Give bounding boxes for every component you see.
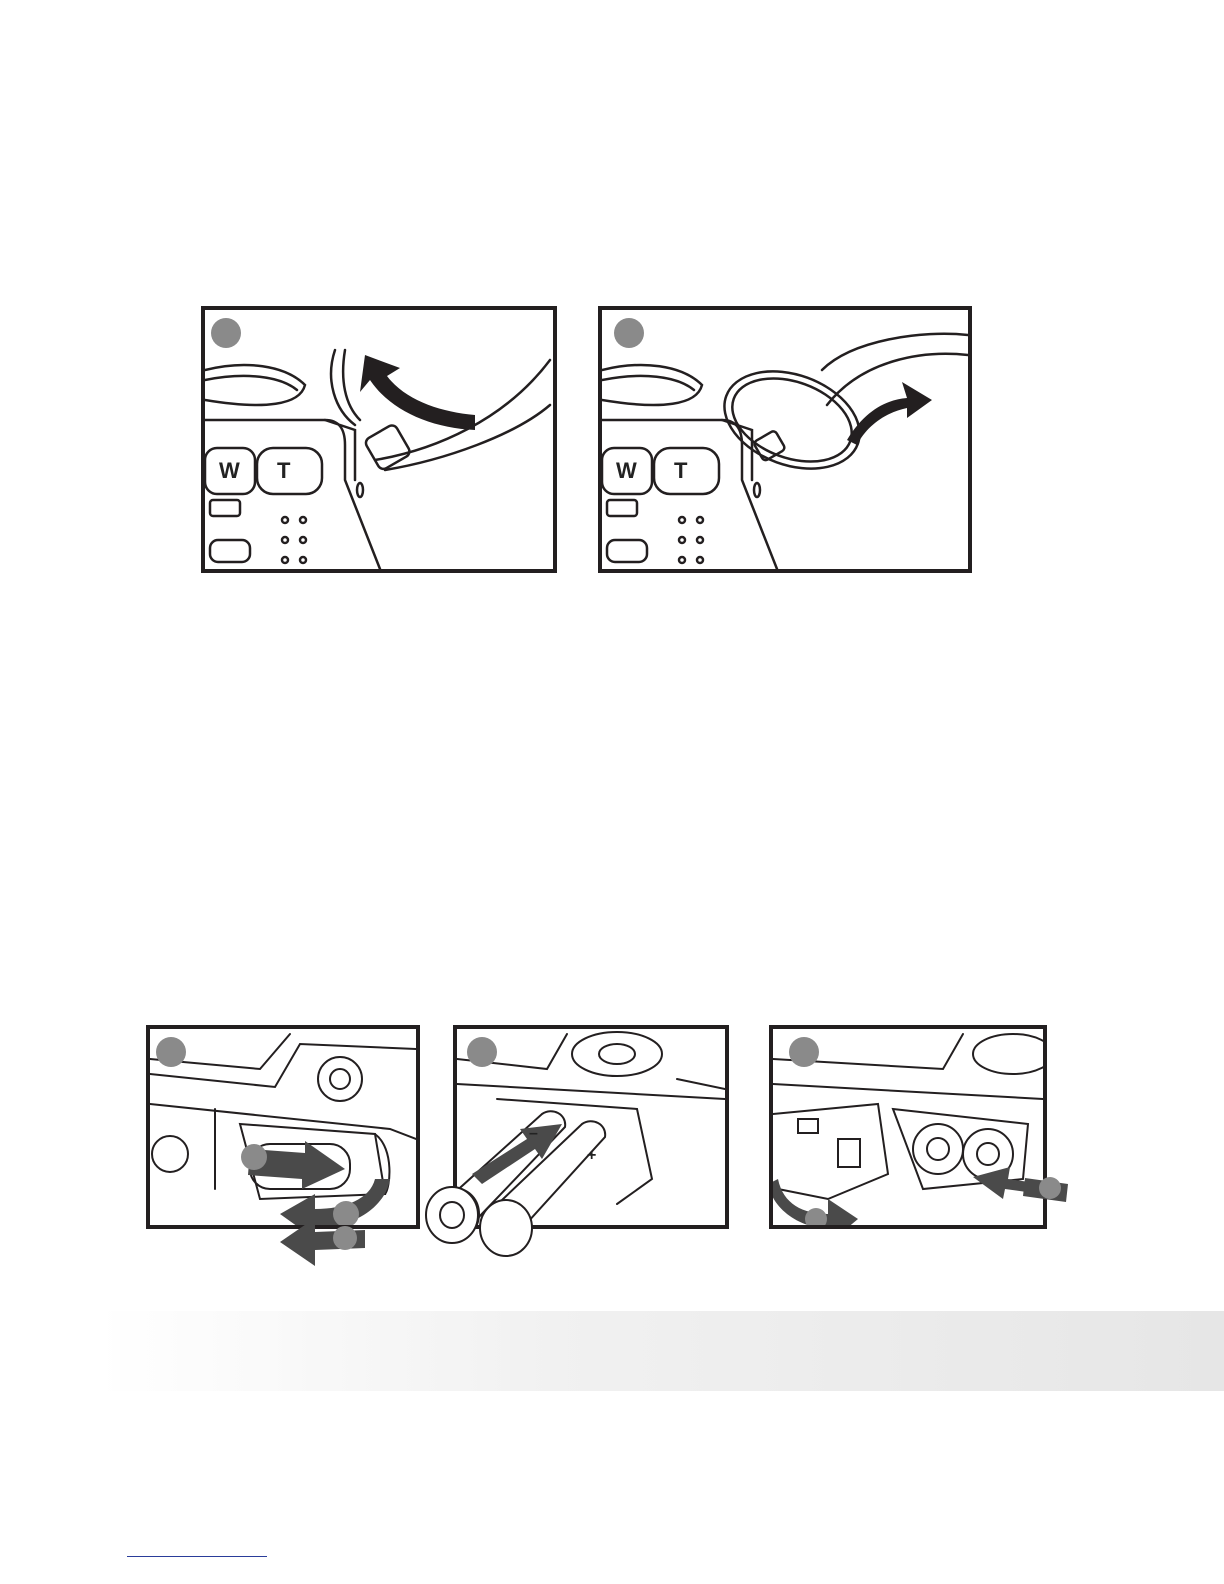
straight-arrow-icon	[973, 1167, 1043, 1199]
straight-arrow-icon	[472, 1124, 562, 1184]
battery-insert-illustration	[457, 1029, 725, 1225]
battery-step-3-panel	[769, 1025, 1047, 1229]
battery-step-1-panel	[146, 1025, 420, 1229]
step-badge	[156, 1037, 186, 1067]
strap-step-1-panel: W T	[201, 306, 557, 573]
curved-arrow-icon	[847, 382, 932, 445]
battery-step-2-panel: + –	[453, 1025, 729, 1229]
strap-step-2-panel: W T	[598, 306, 972, 573]
step-badge	[211, 318, 241, 348]
arrow-badge	[241, 1144, 267, 1170]
arrow-badge	[805, 1208, 827, 1225]
camera-battery-door-illustration	[150, 1029, 416, 1225]
step-badge	[789, 1037, 819, 1067]
footer-rule	[127, 1556, 267, 1557]
camera-strap-illustration	[602, 310, 968, 569]
step-badge	[614, 318, 644, 348]
curved-arrow-icon	[360, 355, 475, 430]
footer-band	[0, 1311, 1224, 1391]
step-badge	[467, 1037, 497, 1067]
camera-strap-illustration	[205, 310, 553, 569]
